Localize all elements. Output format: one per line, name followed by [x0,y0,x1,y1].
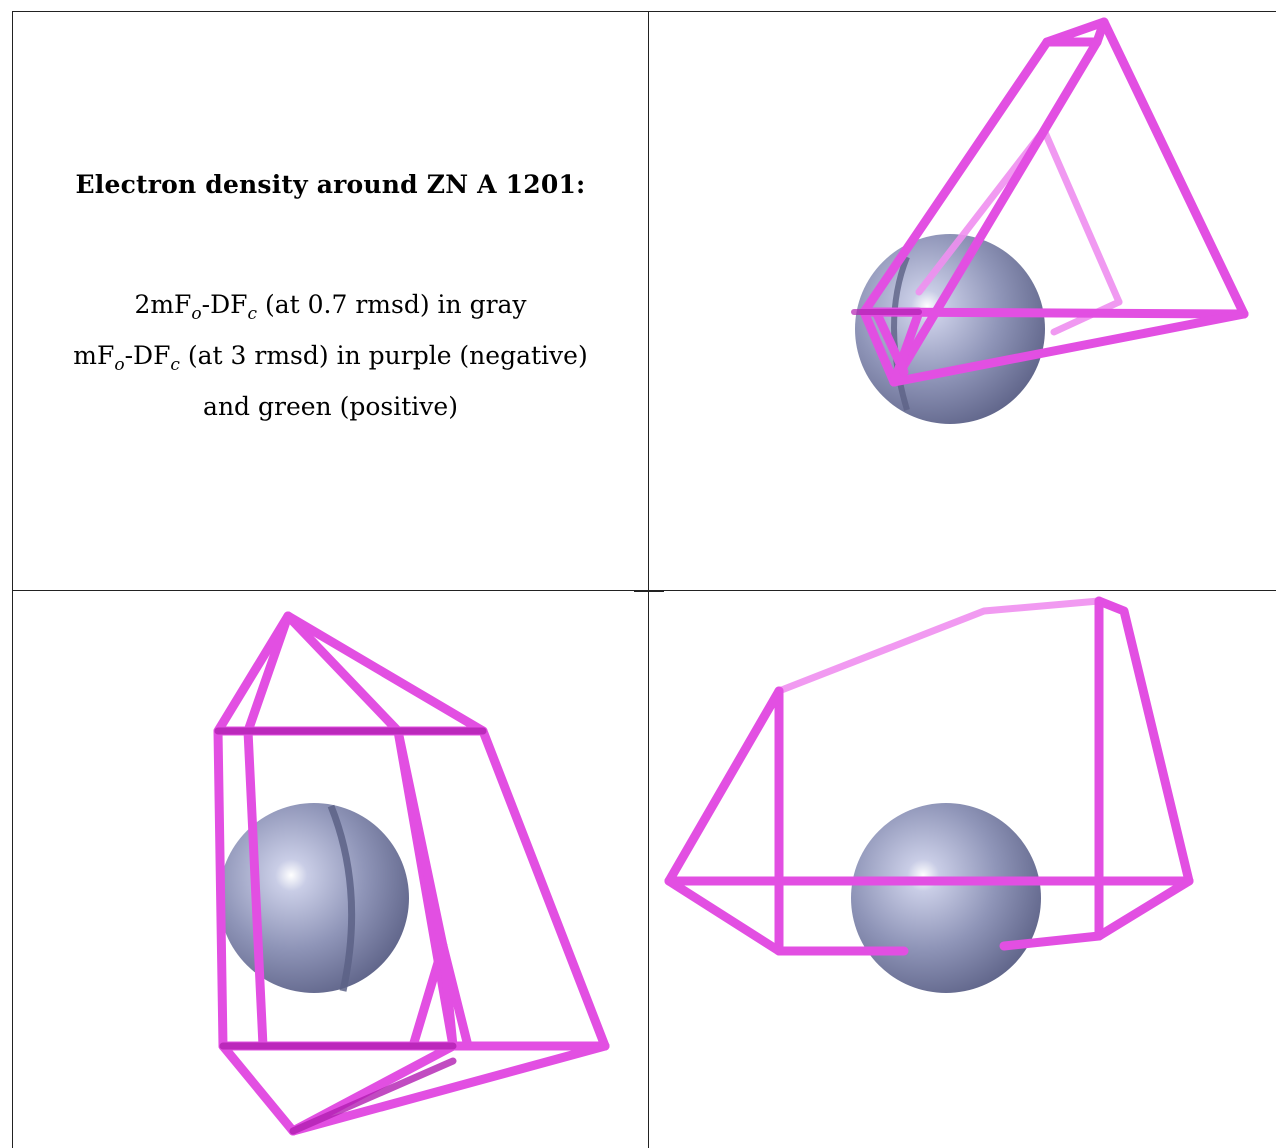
negative-difference-mesh [213,611,610,1136]
caption-line-colors: and green (positive) [203,392,458,421]
caption-line-2fo-fc: 2mFo-DFc (at 0.7 rmsd) in gray [134,290,527,324]
zn-atom-sphere [219,803,409,993]
atom-seam [327,804,356,992]
density-view-2 [213,611,610,1136]
density-view-3 [664,596,1194,993]
grid-tick [634,591,664,592]
caption-title: Electron density around ZN A 1201: [75,170,586,199]
caption-cell: Electron density around ZN A 1201: 2mFo-… [13,12,648,590]
figure-frame [12,11,1276,1148]
negative-difference-mesh [851,17,1249,387]
grid-divider-horizontal [12,590,1276,591]
negative-difference-mesh [664,596,1194,956]
zn-atom-sphere [851,803,1041,993]
grid-divider-vertical [648,11,649,1148]
caption-line-fo-fc: mFo-DFc (at 3 rmsd) in purple (negative) [73,341,588,375]
density-view-1 [851,17,1249,424]
caption-description: 2mFo-DFc (at 0.7 rmsd) in gray mFo-DFc (… [13,284,648,427]
atom-seam [891,255,910,411]
